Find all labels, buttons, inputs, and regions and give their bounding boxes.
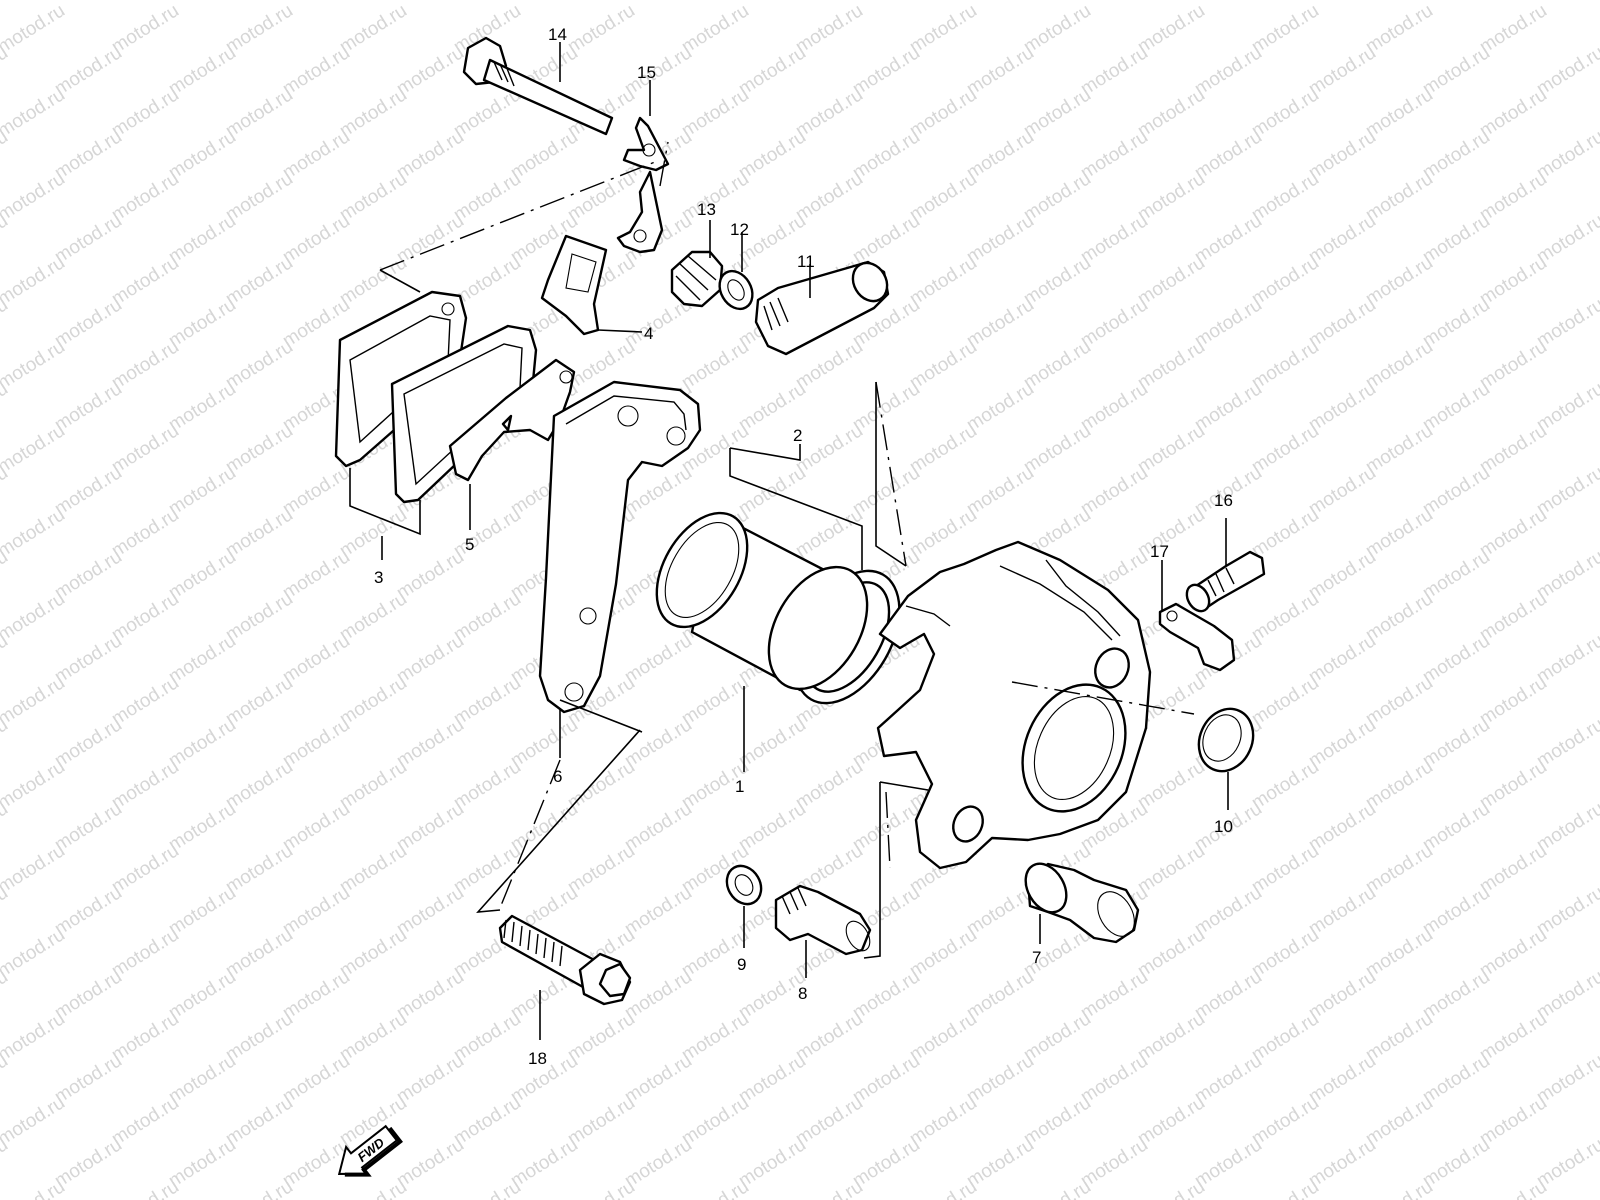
callout-15: 15 [637,63,656,82]
callout-3: 3 [374,568,383,587]
part-5-pad-shim [448,358,576,482]
part-8-pin [774,884,872,956]
part-3-brake-pads [334,290,538,504]
part-17-bleeder-cap [1158,602,1236,672]
part-1-piston [655,511,869,692]
part-4-pad-spring [540,234,608,336]
assembly-axes [379,141,1195,909]
part-12-washer [718,269,754,311]
callout-labels: 1 2 3 4 5 6 7 8 9 10 11 12 13 14 15 16 1… [374,25,1233,1068]
part-14-pin-bolt [462,36,614,136]
callout-13: 13 [697,200,716,219]
part-16-bleeder-valve [1185,550,1266,613]
fwd-direction-marker: FWD [337,1124,403,1177]
callout-11: 11 [797,252,815,271]
callout-2: 2 [793,426,802,445]
part-13-boot [670,250,724,308]
leader-lines [349,42,1229,1040]
callout-8: 8 [798,984,807,1003]
part-11-slide-pin [754,260,890,356]
callout-7: 7 [1032,948,1041,967]
callout-6: 6 [553,767,562,786]
caliper-body [876,540,1152,870]
part-7-bushing [1024,862,1140,944]
callout-18: 18 [528,1049,547,1068]
callout-5: 5 [465,535,474,554]
part-10-cap [1197,707,1255,773]
callout-14: 14 [548,25,567,44]
part-6-caliper-bracket [538,380,702,714]
callout-9: 9 [737,955,746,974]
callout-1: 1 [735,777,744,796]
callout-10: 10 [1214,817,1233,836]
part-18-bracket-bolt [498,914,632,1006]
callout-17: 17 [1150,542,1169,561]
callout-4: 4 [644,324,653,343]
part-9-washer [725,864,763,906]
callout-12: 12 [730,220,749,239]
callout-16: 16 [1214,491,1233,510]
part-15-clip [616,116,670,254]
